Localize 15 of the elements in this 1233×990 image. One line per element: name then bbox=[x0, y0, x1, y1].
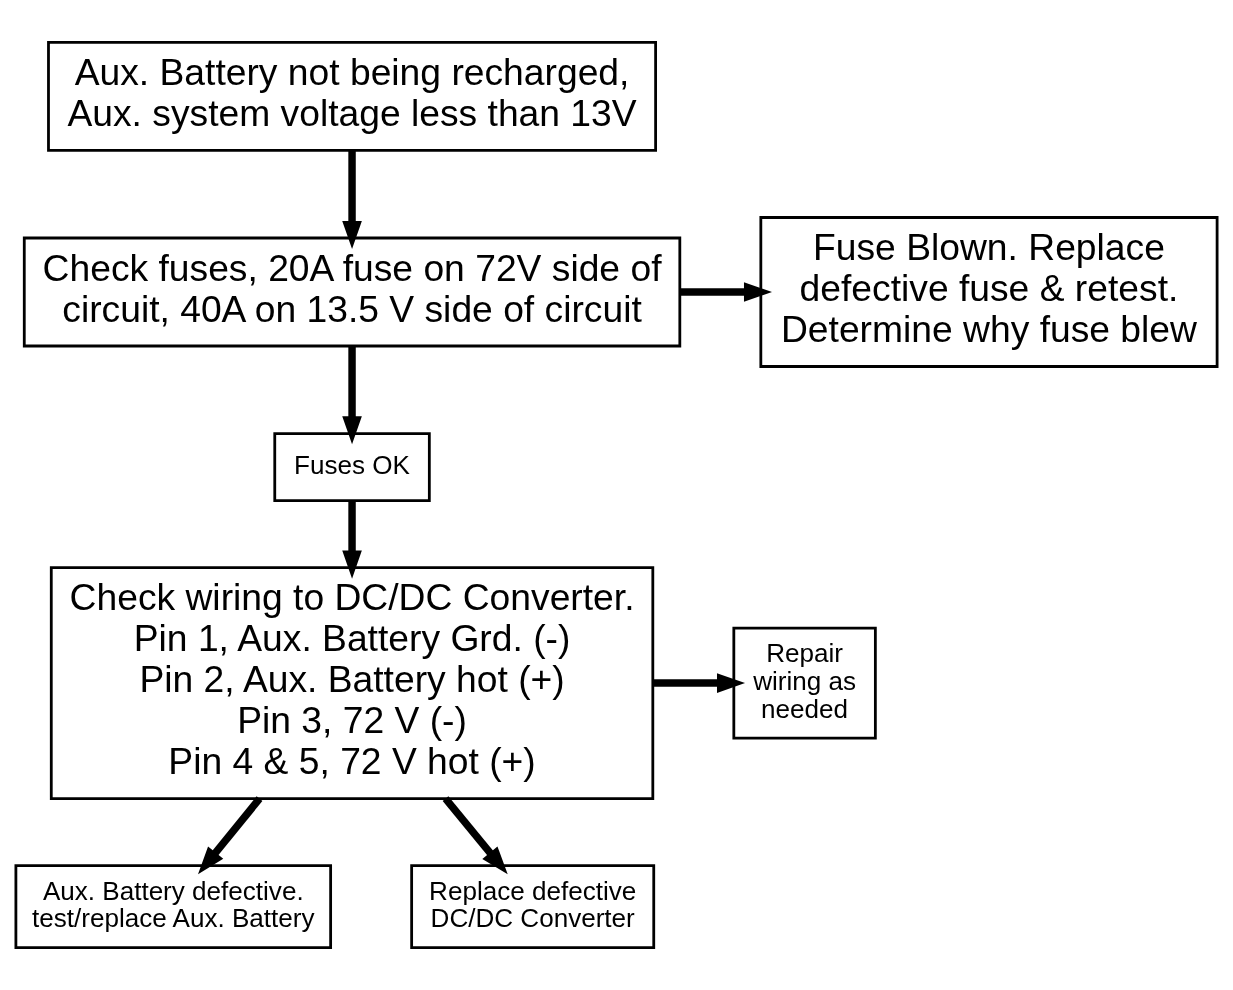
node-box: Aux. Battery defective. test/replace Aux. Battery bbox=[14, 864, 333, 949]
node-box: Check fuses, 20A fuse on 72V side of circuit, 40A on 13.5 V side of circuit bbox=[22, 236, 682, 348]
arrow bbox=[342, 150, 362, 250]
node-box: Fuses OK bbox=[273, 432, 431, 502]
arrow bbox=[653, 673, 745, 693]
node-box: Repair wiring as needed bbox=[732, 626, 877, 740]
arrow bbox=[342, 501, 362, 579]
node-box: Check wiring to DC/DC Converter. Pin 1, Aux. Battery Grd. (-) Pin 2, Aux. Battery hot (+) Pin 3, 72 V (-) Pin 4 & 5, 72 V hot (+) bbox=[49, 566, 655, 800]
node-box: Fuse Blown. Replace defective fuse & retest. Determine why fuse blew bbox=[759, 216, 1219, 368]
node-box: Replace defective DC/DC Converter bbox=[410, 864, 656, 949]
arrow bbox=[679, 282, 772, 302]
arrow bbox=[342, 346, 362, 445]
arrow bbox=[442, 796, 508, 875]
arrow bbox=[198, 796, 263, 875]
node-box: Aux. Battery not being recharged, Aux. system voltage less than 13V bbox=[47, 41, 657, 152]
